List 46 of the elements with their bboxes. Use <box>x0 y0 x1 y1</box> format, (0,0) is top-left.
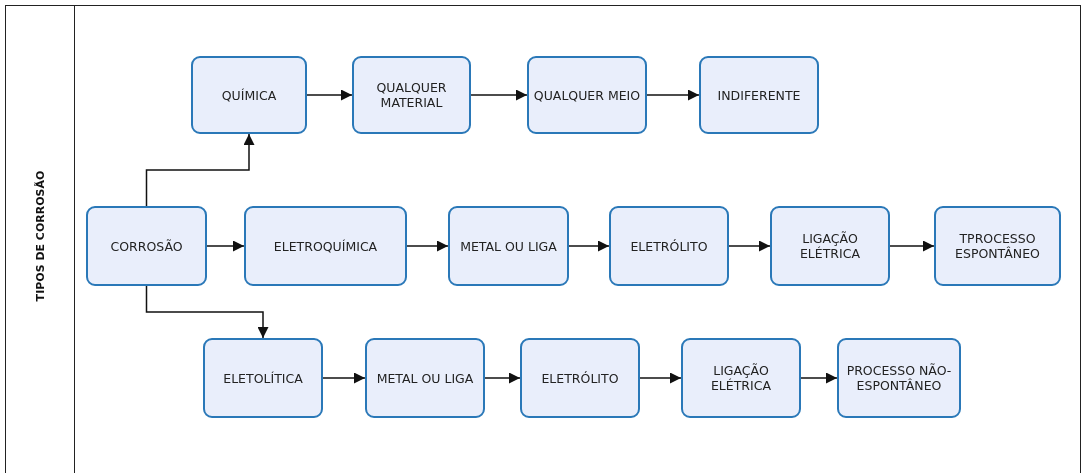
arrow <box>206 240 245 252</box>
box-label: LIGAÇÃO ELÉTRICA <box>798 231 861 261</box>
process-box <box>699 56 819 134</box>
arrow <box>470 89 528 101</box>
box-label: INDIFERENTE <box>717 87 801 103</box>
box-label: QUÍMICA <box>221 87 277 103</box>
arrow <box>306 89 353 101</box>
arrow <box>322 372 366 384</box>
arrow <box>646 89 700 101</box>
box-label: PROCESSO NÃO-ESPONTÂNEO <box>845 363 953 393</box>
process-box <box>770 206 890 286</box>
process-box <box>244 206 407 286</box>
box-label: ELETOLÍTICA <box>223 370 303 386</box>
arrow <box>568 240 610 252</box>
process-box <box>837 338 961 418</box>
process-box <box>203 338 323 418</box>
process-box <box>527 56 647 134</box>
process-box <box>934 206 1061 286</box>
swimlane-frame <box>5 5 1081 473</box>
process-box <box>520 338 640 418</box>
box-label: CORROSÃO <box>110 238 183 254</box>
arrow <box>800 372 838 384</box>
box-label: METAL OU LIGA <box>376 370 474 386</box>
arrow <box>145 133 255 207</box>
process-box <box>609 206 729 286</box>
box-label: ELETROQUÍMICA <box>273 238 378 254</box>
box-label: ELETRÓLITO <box>630 238 708 254</box>
process-box <box>681 338 801 418</box>
box-label: METAL OU LIGA <box>460 238 557 254</box>
arrow <box>889 240 935 252</box>
arrow <box>406 240 449 252</box>
arrow <box>639 372 682 384</box>
process-box <box>365 338 485 418</box>
process-box <box>191 56 307 134</box>
lane-title: TIPOS DE CORROSÃO <box>33 170 47 302</box>
box-label: ELETRÓLITO <box>541 370 619 386</box>
arrow <box>145 285 269 339</box>
box-label: LIGAÇÃO ELÉTRICA <box>709 363 772 393</box>
box-label: QUALQUER MEIO <box>533 87 641 103</box>
process-box <box>352 56 471 134</box>
arrow <box>484 372 521 384</box>
arrow <box>728 240 771 252</box>
box-label: TPROCESSO ESPONTÂNEO <box>954 231 1041 261</box>
process-box <box>86 206 207 286</box>
box-label: QUALQUER MATERIAL <box>375 80 448 110</box>
process-box <box>448 206 569 286</box>
